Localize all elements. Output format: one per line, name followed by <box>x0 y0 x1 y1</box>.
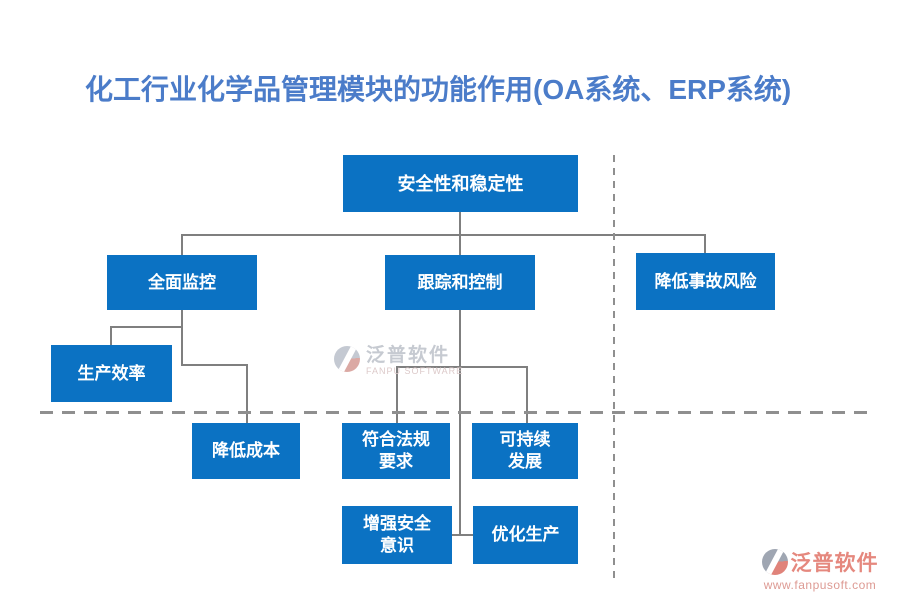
connector-line <box>181 234 705 236</box>
node-sustainable-development: 可持续 发展 <box>472 423 578 479</box>
page-title: 化工行业化学品管理模块的功能作用(OA系统、ERP系统) <box>85 74 792 105</box>
node-reduce-accident-risk: 降低事故风险 <box>636 253 775 310</box>
connector-line <box>459 366 461 535</box>
connector-line <box>396 366 398 424</box>
fanpu-logo-icon <box>334 346 360 372</box>
fanpu-logo-icon <box>761 549 788 575</box>
dashed-separator-horizontal <box>40 411 868 414</box>
connector-line <box>459 310 461 368</box>
connector-line <box>110 326 183 328</box>
connector-line <box>526 366 528 424</box>
footer-logo: 泛普软件 www.fanpusoft.com <box>745 547 895 592</box>
connector-line <box>452 534 473 536</box>
connector-line <box>181 310 183 366</box>
footer-logo-name: 泛普软件 <box>790 552 879 575</box>
node-safety-stability: 安全性和稳定性 <box>343 155 578 212</box>
footer-logo-url: www.fanpusoft.com <box>763 578 877 592</box>
connector-line <box>459 211 461 236</box>
node-reduce-cost: 降低成本 <box>192 423 300 479</box>
watermark-name: 泛普软件 <box>366 345 451 366</box>
connector-line <box>110 326 112 346</box>
node-tracking-control: 跟踪和控制 <box>385 255 535 310</box>
connector-line <box>246 364 248 424</box>
connector-line <box>459 234 461 256</box>
dashed-separator-vertical <box>613 155 615 580</box>
connector-line <box>396 366 527 368</box>
node-safety-awareness: 增强安全 意识 <box>342 506 452 564</box>
connector-line <box>181 364 248 366</box>
watermark: 泛普软件 FANPU SOFTWARE <box>334 346 463 377</box>
connector-line <box>181 234 183 256</box>
node-regulatory-compliance: 符合法规 要求 <box>342 423 450 479</box>
node-full-monitoring: 全面监控 <box>107 255 257 310</box>
connector-line <box>704 234 706 254</box>
node-production-efficiency: 生产效率 <box>51 345 172 402</box>
node-optimize-production: 优化生产 <box>473 506 578 564</box>
